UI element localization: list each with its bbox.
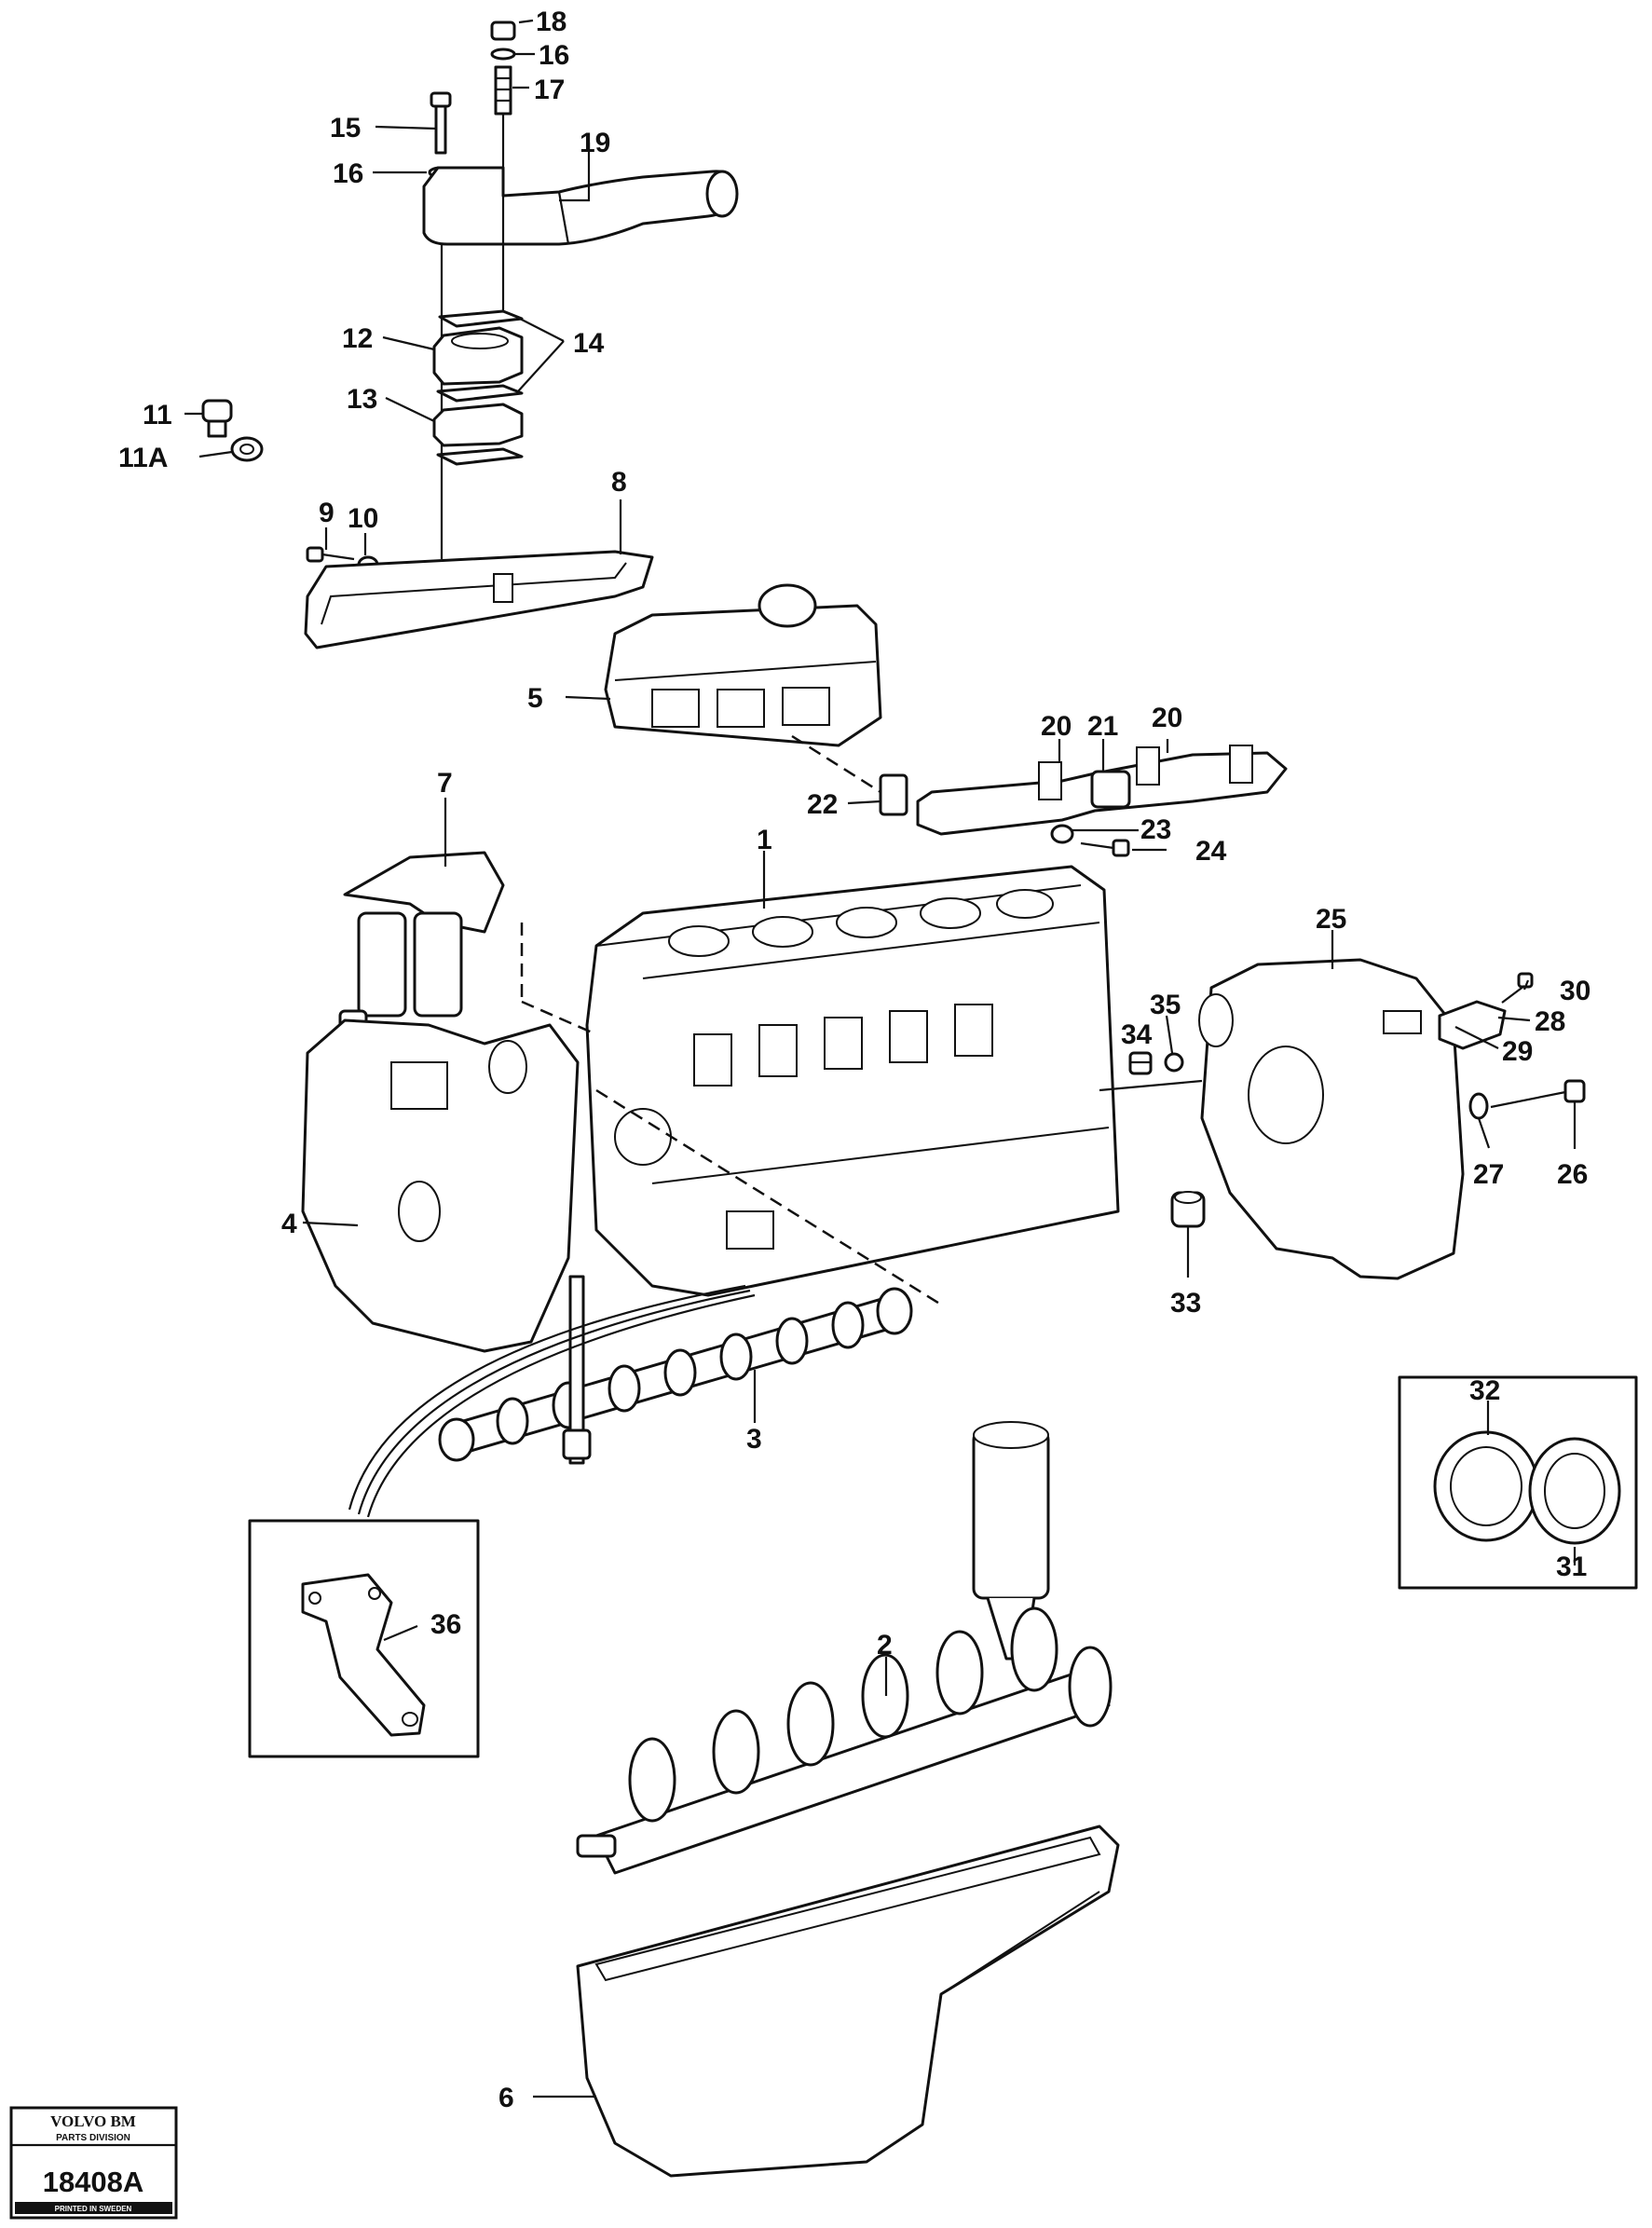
part-23-washer bbox=[1050, 824, 1074, 844]
callout-28: 28 bbox=[1535, 1006, 1565, 1037]
part-11A-washer bbox=[230, 436, 264, 462]
part-35-washer bbox=[1164, 1052, 1184, 1073]
guide-line-housing bbox=[1099, 1079, 1203, 1092]
part-14-gasket-upper bbox=[438, 309, 524, 328]
part-15-bolt bbox=[430, 91, 452, 155]
callout-13: 13 bbox=[347, 384, 377, 415]
part-12-thermostat-housing bbox=[432, 326, 524, 386]
part-30-bolt bbox=[1501, 972, 1534, 1004]
callout-31: 31 bbox=[1556, 1551, 1587, 1582]
callout-16: 16 bbox=[333, 158, 363, 189]
callout-34: 34 bbox=[1121, 1019, 1153, 1050]
callout-5: 5 bbox=[527, 683, 543, 714]
callout-labels: 18 16 17 15 19 16 12 14 13 11 11A 9 10 8… bbox=[118, 7, 1591, 2113]
pointer-to-inset bbox=[348, 1284, 756, 1518]
part-25-flywheel-housing bbox=[1198, 958, 1465, 1280]
callout-3: 3 bbox=[746, 1424, 762, 1455]
callout-23: 23 bbox=[1140, 814, 1171, 845]
part-27-washer bbox=[1468, 1092, 1489, 1120]
part-22-gasket bbox=[879, 773, 908, 816]
callout-4: 4 bbox=[281, 1209, 297, 1239]
callout-17: 17 bbox=[534, 75, 565, 105]
part-4-timing-cover bbox=[301, 1018, 580, 1353]
part-28-cover-plate bbox=[1438, 1000, 1507, 1050]
callout-35: 35 bbox=[1150, 990, 1181, 1020]
part-21-sleeve bbox=[1090, 770, 1131, 809]
part-17-stud bbox=[494, 65, 512, 116]
part-14-gasket-middle bbox=[436, 384, 524, 403]
callout-1: 1 bbox=[757, 825, 772, 855]
part-8-manifold bbox=[304, 550, 654, 649]
callout-12: 12 bbox=[342, 323, 373, 354]
inset-36-box bbox=[248, 1519, 480, 1758]
callout-16-top: 16 bbox=[539, 40, 569, 71]
callout-20-right: 20 bbox=[1152, 703, 1182, 733]
part-11-plug bbox=[201, 399, 233, 438]
stamp-code: 18408A bbox=[43, 2166, 144, 2198]
callout-36: 36 bbox=[430, 1609, 461, 1640]
callout-19: 19 bbox=[580, 128, 610, 158]
part-5-cylinder-head bbox=[604, 583, 882, 747]
callout-10: 10 bbox=[348, 503, 378, 534]
part-2-crankshaft bbox=[576, 1421, 1113, 1875]
callout-30: 30 bbox=[1560, 976, 1591, 1006]
callout-25: 25 bbox=[1316, 904, 1346, 935]
callout-20-left: 20 bbox=[1041, 711, 1072, 742]
callout-11A: 11A bbox=[118, 443, 168, 473]
part-18-nut bbox=[490, 21, 516, 41]
stamp-brand: VOLVO BM bbox=[50, 2112, 136, 2130]
callout-22: 22 bbox=[807, 789, 838, 820]
part-9-bolt bbox=[306, 546, 355, 563]
callout-21: 21 bbox=[1087, 711, 1118, 742]
part-1-cylinder-block bbox=[585, 865, 1120, 1297]
callout-8: 8 bbox=[611, 467, 627, 498]
part-6-oil-pan bbox=[576, 1825, 1120, 2178]
callout-14: 14 bbox=[573, 328, 605, 359]
part-3-camshaft bbox=[438, 1275, 913, 1465]
part-24-bolt bbox=[1080, 839, 1130, 857]
callout-33: 33 bbox=[1170, 1288, 1201, 1319]
guide-line-exhaust bbox=[791, 734, 881, 794]
leader-lines bbox=[184, 19, 1577, 2098]
callout-2: 2 bbox=[877, 1630, 893, 1661]
inset-seals-box bbox=[1398, 1375, 1638, 1590]
callout-32: 32 bbox=[1469, 1375, 1500, 1406]
guide-line-block bbox=[521, 1000, 597, 1036]
parts-catalog-stamp: VOLVO BM PARTS DIVISION 18408A PRINTED I… bbox=[9, 2106, 178, 2220]
part-33-bushing bbox=[1170, 1191, 1206, 1228]
part-16-washer-top bbox=[490, 48, 516, 61]
part-19-pipe bbox=[422, 166, 739, 246]
part-7-oil-filter bbox=[338, 851, 505, 1033]
stamp-footer: PRINTED IN SWEDEN bbox=[55, 2205, 132, 2213]
part-14-gasket-lower bbox=[436, 447, 524, 466]
callout-15: 15 bbox=[330, 113, 361, 144]
callout-11: 11 bbox=[143, 400, 172, 431]
callout-26: 26 bbox=[1557, 1159, 1588, 1190]
stamp-division: PARTS DIVISION bbox=[56, 2133, 130, 2143]
guide-line-camshaft bbox=[595, 1088, 942, 1306]
callout-6: 6 bbox=[498, 2083, 514, 2113]
callout-29: 29 bbox=[1502, 1036, 1533, 1067]
callout-27: 27 bbox=[1473, 1159, 1504, 1190]
part-26-bolt bbox=[1490, 1079, 1586, 1109]
callout-7: 7 bbox=[437, 768, 453, 799]
callout-9: 9 bbox=[319, 498, 334, 528]
callout-18: 18 bbox=[536, 7, 567, 37]
part-13-thermostat-housing-lower bbox=[432, 403, 524, 447]
callout-24: 24 bbox=[1195, 836, 1227, 867]
